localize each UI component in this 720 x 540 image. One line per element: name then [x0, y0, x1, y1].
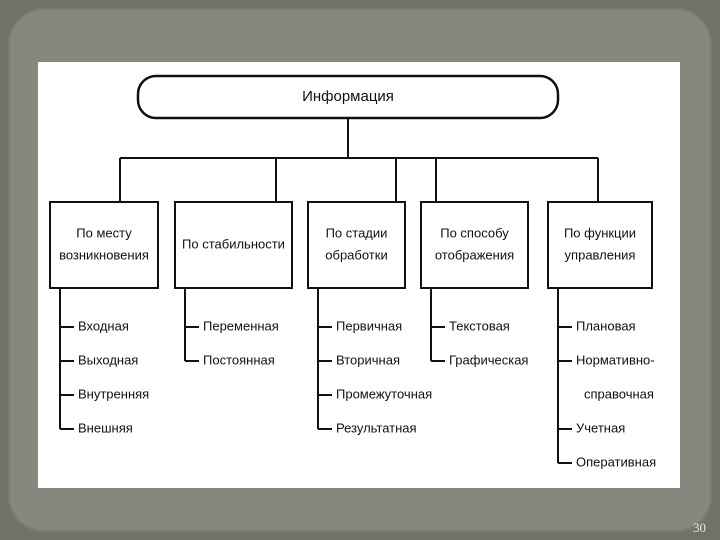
category-title: По функции	[564, 225, 636, 240]
category-title: По стабильности	[182, 236, 285, 251]
item-label: Внешняя	[78, 420, 133, 435]
item-label: Вторичная	[336, 352, 400, 367]
item-label: справочная	[584, 386, 654, 401]
category-title: отображения	[435, 247, 514, 262]
item-label: Нормативно-	[576, 352, 655, 367]
category-box	[547, 201, 653, 289]
category-title: обработки	[325, 247, 387, 262]
item-label: Графическая	[449, 352, 528, 367]
item-label: Выходная	[78, 352, 138, 367]
item-label: Переменная	[203, 318, 279, 333]
item-label: Результатная	[336, 420, 417, 435]
category-box	[307, 201, 406, 289]
item-label: Промежуточная	[336, 386, 432, 401]
item-label: Учетная	[576, 420, 625, 435]
category-box	[174, 201, 293, 289]
category-title: По стадии	[326, 225, 388, 240]
item-label: Входная	[78, 318, 129, 333]
item-label: Плановая	[576, 318, 636, 333]
category-title: По способу	[440, 225, 509, 240]
slide-number: 30	[693, 520, 706, 535]
root-node-label: Информация	[302, 88, 394, 105]
item-label: Постоянная	[203, 352, 275, 367]
category-title: По месту	[76, 225, 132, 240]
item-label: Первичная	[336, 318, 402, 333]
category-title: возникновения	[59, 247, 149, 262]
item-label: Оперативная	[576, 454, 656, 469]
item-label: Внутренняя	[78, 386, 149, 401]
category-title: управления	[565, 247, 636, 262]
category-box	[420, 201, 529, 289]
root-node-box	[136, 74, 560, 120]
classification-diagram: Информация По месту возникновенияВходнаяВы…	[49, 74, 656, 469]
item-label: Текстовая	[449, 318, 510, 333]
category-box	[49, 201, 159, 289]
